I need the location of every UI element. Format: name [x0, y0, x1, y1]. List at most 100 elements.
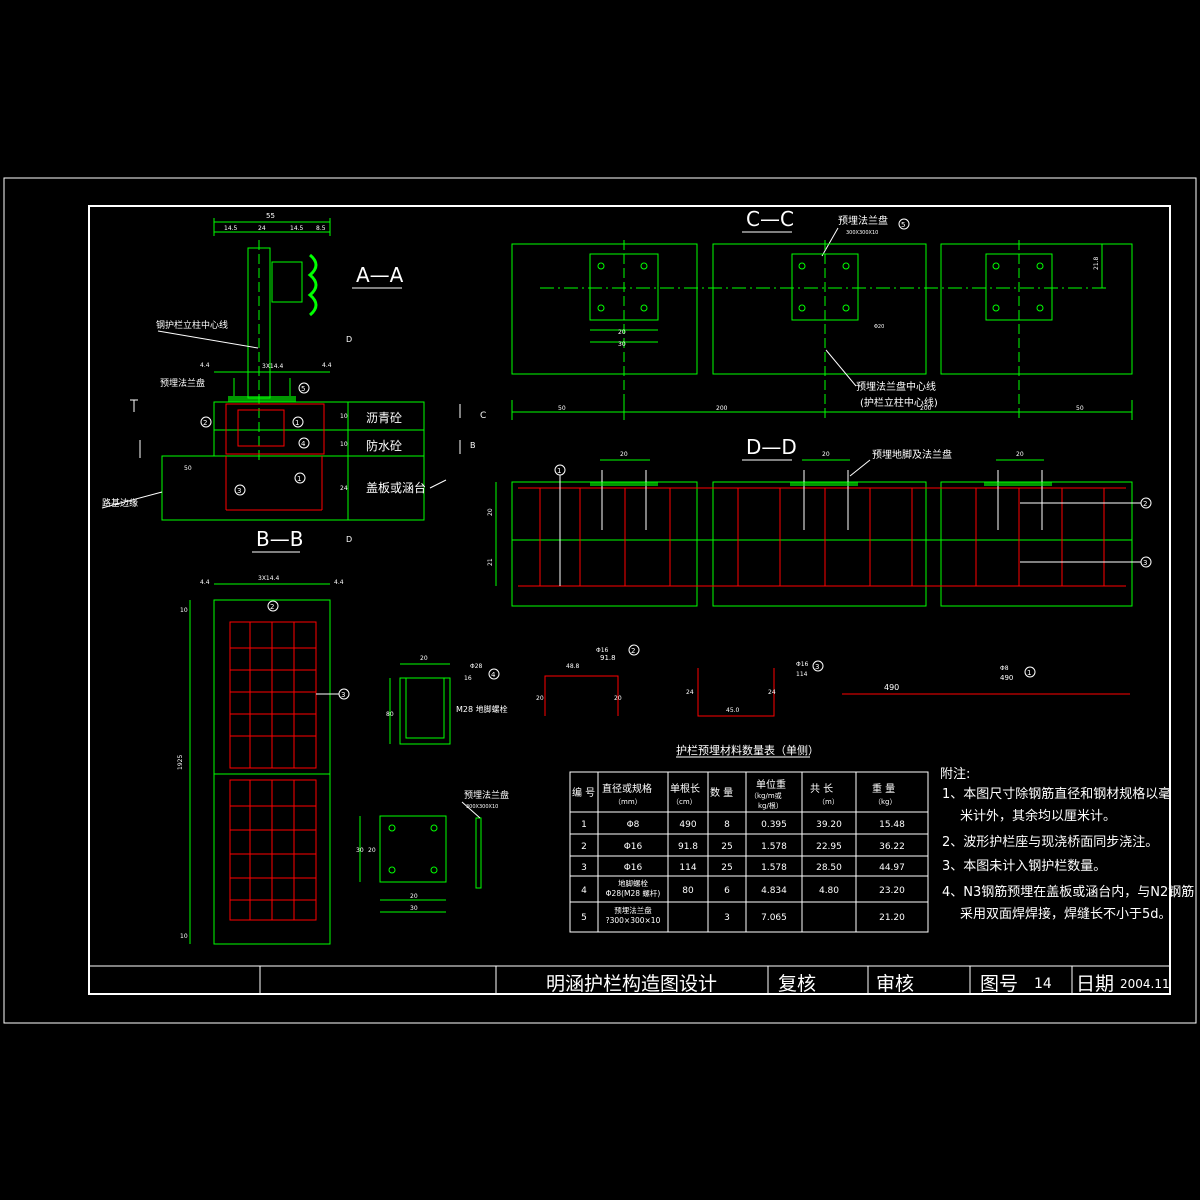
svg-text:5: 5 [301, 385, 305, 393]
drawing-title: 明涵护栏构造图设计 [546, 973, 717, 995]
table-cell: 8 [724, 820, 730, 830]
cc-label-flange: 预埋法兰盘 [838, 214, 888, 227]
th: 数 量 [710, 786, 733, 799]
dd-callout: 1 [557, 467, 561, 475]
table-cell: 39.20 [816, 820, 842, 830]
svg-text:490: 490 [884, 683, 899, 692]
aa-label-flange: 预埋法兰盘 [160, 377, 205, 389]
table-cell: Φ28(M28 螺杆) [606, 888, 661, 898]
section-aa: A—A 55 14.5 24 14.5 8.5 钢护栏立柱中心线 预埋法兰盘 4… [101, 212, 486, 544]
bb-title: B—B [256, 527, 303, 551]
cut-marker: B [470, 441, 476, 450]
svg-text:24: 24 [686, 689, 694, 696]
section-cc: C—C 预埋法兰盘 300X300X10 5 预埋法兰盘中心线 (护栏立柱中心线… [511, 207, 1133, 420]
dd-label-anchor: 预埋地脚及法兰盘 [872, 448, 952, 461]
svg-text:114: 114 [796, 671, 808, 678]
cut-marker: C [480, 411, 486, 421]
th: 单位重 [756, 778, 786, 791]
svg-text:Φ16: Φ16 [596, 647, 609, 654]
table-cell: 2 [581, 842, 587, 852]
svg-text:30: 30 [410, 905, 418, 912]
table-cell: Φ16 [624, 863, 643, 873]
note-line: 3、本图未计入钢护栏数量。 [942, 859, 1106, 874]
table-cell: 0.395 [761, 820, 787, 830]
aa-dim-part: 24 [258, 225, 266, 232]
note-line: 2、波形护栏座与现浇桥面同步浇注。 [942, 835, 1158, 850]
cc-title: C—C [746, 207, 794, 231]
table-cell: 4 [581, 886, 587, 896]
aa-dim-bottom: 50 [184, 465, 192, 472]
aa-dim-plate: 3X14.4 [262, 363, 283, 370]
table-cell: 36.22 [879, 842, 905, 852]
svg-text:16: 16 [464, 675, 472, 682]
dd-callout: 3 [1143, 559, 1147, 567]
cut-marker: D [346, 335, 352, 344]
inner-frame [88, 205, 1171, 995]
svg-text:3: 3 [237, 487, 241, 495]
outer-frame [3, 177, 1197, 1024]
th: （mm） [614, 798, 642, 806]
cc-dim-small: 20 [618, 329, 626, 336]
aa-dim-part: 8.5 [316, 225, 326, 232]
dd-dim-left: 21 [487, 558, 494, 566]
svg-text:1: 1 [1027, 669, 1031, 677]
th: （cm） [672, 798, 697, 806]
aa-dim-side: 10 [340, 441, 348, 448]
svg-text:Φ8: Φ8 [1000, 665, 1009, 672]
table-cell: 3 [581, 863, 587, 873]
table-cell: 80 [682, 886, 694, 896]
th: 重 量 [872, 782, 895, 795]
title-block: 明涵护栏构造图设计 复核 审核 图号 14 日期 2004.11 [89, 965, 1170, 995]
drawing-no: 14 [1034, 976, 1052, 992]
aa-dim-small: 4.4 [322, 362, 332, 369]
drawing-no-label: 图号 [980, 973, 1018, 995]
th: （kg/m或 [750, 791, 782, 800]
aa-label-centerline: 钢护栏立柱中心线 [156, 319, 228, 331]
table-cell: 7.065 [761, 913, 787, 923]
table-cell: 3 [724, 913, 730, 923]
table-cell: 23.20 [879, 886, 905, 896]
bb-dim-edge: 10 [180, 933, 188, 940]
aa-dim-small: 4.4 [200, 362, 210, 369]
table-cell: 21.20 [879, 913, 905, 923]
section-dd: D—D 预埋地脚及法兰盘 20 20 20 [487, 435, 1152, 607]
dd-callout: 2 [1143, 500, 1147, 508]
svg-text:24: 24 [768, 689, 776, 696]
table-cell: 1.578 [761, 863, 787, 873]
table-cell: 28.50 [816, 863, 842, 873]
cc-dim-small: 30 [618, 341, 626, 348]
table-cell: 114 [679, 863, 696, 873]
cc-callout: 5 [901, 221, 905, 229]
table-cell: Φ16 [624, 842, 643, 852]
material-table: 护栏预埋材料数量表（单侧） 编 号 直径或规格 （mm） 单根长 （cm） 数 … [569, 743, 929, 933]
table-title: 护栏预埋材料数量表（单侧） [676, 743, 819, 757]
review-label: 复核 [778, 973, 816, 995]
th: kg/根） [758, 801, 783, 810]
table-cell: 25 [721, 863, 732, 873]
table-cell: 25 [721, 842, 732, 852]
detail-bar-3: Φ16 114 24 45.0 24 3 [686, 660, 824, 717]
cc-dim-bottom: 200 [920, 405, 932, 412]
date-label: 日期 [1076, 973, 1114, 995]
bb-callout: 3 [341, 691, 345, 699]
table-cell: 22.95 [816, 842, 842, 852]
table-cell: 5 [581, 913, 587, 923]
svg-text:20: 20 [368, 847, 376, 854]
bb-callout: 2 [270, 603, 274, 611]
dd-dim-top: 20 [822, 451, 830, 458]
table-cell: 4.834 [761, 886, 787, 896]
table-cell: 44.97 [879, 863, 905, 873]
section-bb: B—B 3X14.4 4.4 4.4 1925 10 10 2 3 [177, 527, 350, 945]
note-line: 4、N3钢筋预埋在盖板或涵台内，与N2钢筋 [942, 884, 1194, 900]
notes: 附注: 1、本图尺寸除钢筋直径和钢材规格以毫 米计外，其余均以厘米计。 2、波形… [940, 767, 1194, 922]
aa-callouts: 2 1 4 5 1 3 [200, 382, 310, 496]
th: （m） [818, 798, 839, 806]
bb-dim-small: 4.4 [200, 579, 210, 586]
th: 编 号 [572, 786, 595, 799]
aa-title: A—A [356, 263, 404, 287]
note-line: 采用双面焊焊接，焊缝长不小于5d。 [960, 906, 1172, 922]
date-value: 2004.11 [1120, 977, 1170, 991]
svg-text:1: 1 [297, 475, 301, 483]
dd-dim-top: 20 [1016, 451, 1024, 458]
